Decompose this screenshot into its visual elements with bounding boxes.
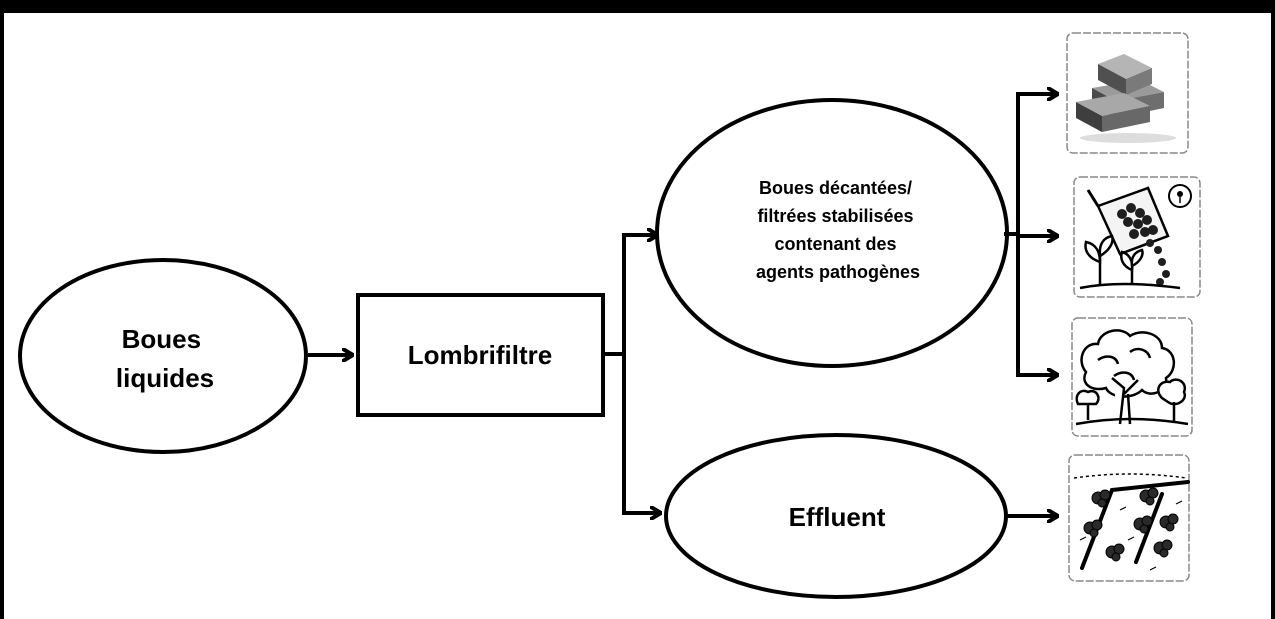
effluent-label: Effluent bbox=[789, 502, 886, 532]
trees-icon bbox=[1071, 317, 1193, 437]
process-node: Lombrifiltre bbox=[356, 293, 605, 417]
sludge-label-line-2: filtrées stabilisées bbox=[757, 206, 913, 226]
svg-text:Boues décantées/ filtrée: Boues décantées/ filtrées stabilisées co… bbox=[756, 178, 920, 282]
input-label-line-1: Boues bbox=[122, 324, 201, 354]
bricks-icon bbox=[1066, 32, 1189, 154]
sludge-ellipse bbox=[655, 98, 1009, 368]
compost-soil-amendment-icon bbox=[1073, 176, 1201, 298]
input-node: Boues liquides bbox=[18, 258, 308, 454]
branch-connector bbox=[603, 233, 660, 515]
irrigation-field-icon bbox=[1068, 454, 1190, 582]
input-label-line-2: liquides bbox=[116, 363, 214, 393]
sludge-label-line-1: Boues décantées/ bbox=[759, 178, 912, 198]
sludge-label-line-3: contenant des bbox=[774, 234, 896, 254]
input-ellipse bbox=[18, 258, 308, 454]
svg-text:Boues liquides: Boues liquides bbox=[116, 324, 214, 393]
sludge-output-node: Boues décantées/ filtrées stabilisées co… bbox=[655, 98, 1009, 368]
sludge-branch-connector bbox=[1004, 92, 1057, 377]
sludge-label-line-4: agents pathogènes bbox=[756, 262, 920, 282]
process-box bbox=[356, 293, 605, 417]
process-label: Lombrifiltre bbox=[408, 340, 552, 370]
effluent-output-node: Effluent bbox=[664, 433, 1008, 599]
